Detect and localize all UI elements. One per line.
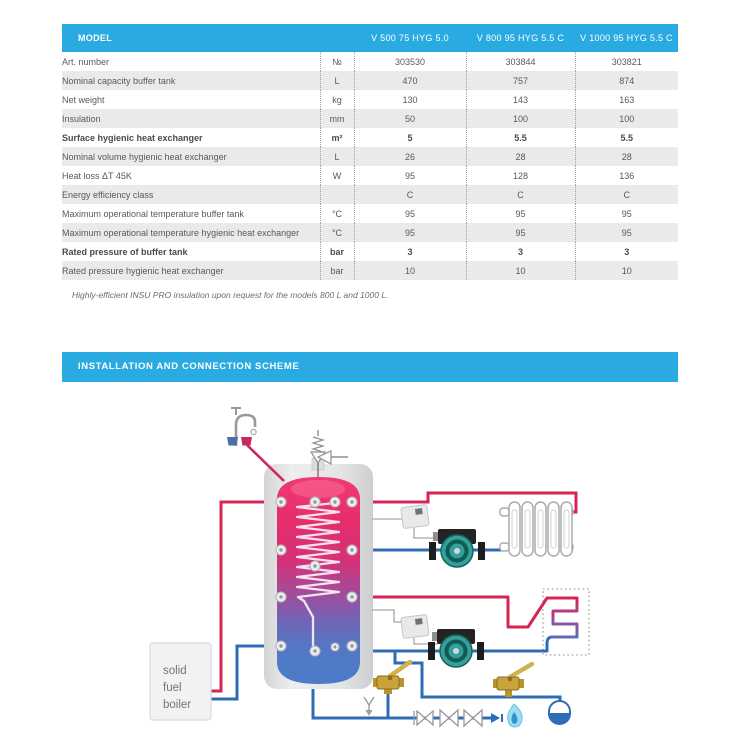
table-row: Rated pressure of buffer tank bar 3 3 3 <box>62 242 678 261</box>
controller-icon <box>400 614 430 639</box>
radiator-icon <box>499 501 574 557</box>
table-row: Rated pressure hygienic heat exchanger b… <box>62 261 678 280</box>
radiator-supply-pipe <box>345 491 578 514</box>
table-header-row: MODEL V 500 75 HYG 5.0 V 800 95 HYG 5.5 … <box>62 24 678 52</box>
floor-supply-pipe <box>345 595 579 629</box>
shutoff-valve-icon <box>413 709 434 727</box>
hot-water-tap-icon <box>227 407 257 446</box>
discharge-tundish-icon <box>363 696 375 716</box>
table-row: Heat loss ΔT 45K W 95 128 136 <box>62 166 678 185</box>
table-row: Surface hygienic heat exchanger m² 5 5.5… <box>62 128 678 147</box>
shutoff-valve-icon <box>439 708 459 728</box>
table-row: Net weight kg 130 143 163 <box>62 90 678 109</box>
floor-heating-zone <box>542 588 590 656</box>
floor-coil-segment-2 <box>551 617 579 630</box>
boiler-return-pipe <box>211 644 281 701</box>
boiler-label-line1: solid <box>163 665 187 677</box>
section-banner: INSTALLATION AND CONNECTION SCHEME <box>62 352 678 382</box>
drain-valve-icon <box>493 661 535 697</box>
boiler-label-line2: fuel <box>163 682 182 694</box>
controller-icon <box>400 504 430 529</box>
flow-arrow-icon <box>491 713 503 723</box>
table-row: Maximum operational temperature hygienic… <box>62 223 678 242</box>
table-row: Insulation mm 50 100 100 <box>62 109 678 128</box>
cold-branch-pipe <box>393 651 562 702</box>
floor-return-pipe <box>345 635 552 653</box>
boiler-supply-pipe <box>211 500 281 693</box>
model-column-3: V 1000 95 HYG 5.5 C <box>575 24 678 52</box>
tap-feed-pipe <box>246 444 285 482</box>
floor-coil-segment-3 <box>551 630 579 639</box>
floor-coil-segment-1 <box>551 604 579 617</box>
sensor-wire <box>372 609 402 623</box>
gas-flame-icon <box>507 703 523 728</box>
solid-fuel-boiler: solid fuel boiler <box>149 642 212 721</box>
spec-table: MODEL V 500 75 HYG 5.0 V 800 95 HYG 5.5 … <box>62 24 678 280</box>
model-column-1: V 500 75 HYG 5.0 <box>354 24 466 52</box>
table-row: Nominal volume hygienic heat exchanger L… <box>62 147 678 166</box>
table-row: Energy efficiency class C C C <box>62 185 678 204</box>
heat-exchanger-coil <box>295 501 341 648</box>
model-column-2: V 800 95 HYG 5.5 C <box>466 24 575 52</box>
circulation-pump-icon <box>428 629 484 668</box>
table-footnote: Highly-efficient INSU PRO insulation upo… <box>72 290 389 300</box>
pump-wire <box>413 528 440 539</box>
safety-valve-icon <box>309 430 348 477</box>
check-valve-icon <box>463 708 483 728</box>
tank-ports <box>275 496 358 657</box>
expansion-vessel-icon <box>548 700 571 725</box>
table-row: Art. number № 303530 303844 303821 <box>62 52 678 71</box>
circulation-pump-icon <box>429 529 485 568</box>
unit-header <box>320 24 354 52</box>
section-banner-title: INSTALLATION AND CONNECTION SCHEME <box>78 361 300 372</box>
model-header: MODEL <box>62 24 320 52</box>
table-row: Maximum operational temperature buffer t… <box>62 204 678 223</box>
boiler-label-line3: boiler <box>163 699 191 711</box>
drain-valve-icon <box>373 659 413 694</box>
table-row: Nominal capacity buffer tank L 470 757 8… <box>62 71 678 90</box>
